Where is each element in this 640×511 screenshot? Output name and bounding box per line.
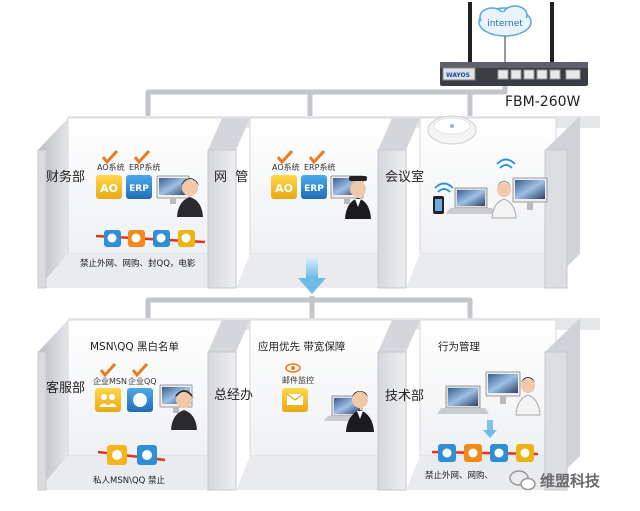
meeting-laptop-icon	[446, 187, 496, 214]
svg-text:ERP: ERP	[304, 184, 324, 194]
router-device: WAYOS FBM-260W	[440, 2, 588, 110]
svg-text:AO: AO	[275, 182, 293, 195]
netadmin-check-icon-2	[308, 149, 326, 165]
room-tech: 行为管理 技术部	[385, 340, 541, 481]
finance-check-icon-1	[101, 149, 119, 165]
watermark: 维盟科技	[509, 470, 601, 491]
finance-check-icon-2	[133, 149, 151, 165]
cloud-label: internet	[487, 19, 523, 29]
router-model: FBM-260W	[505, 94, 581, 110]
gm-user-avatar	[346, 391, 374, 432]
finance-monitor-icon	[156, 175, 190, 204]
finance-blocked-icons	[104, 230, 195, 247]
meeting-phone-icon	[433, 196, 444, 214]
room-netadmin-label: 网 管	[214, 170, 248, 185]
room-finance: 财务部 AO系统 ERP系统 AO ERP	[46, 149, 206, 269]
tech-laptop-icon	[437, 385, 489, 414]
finance-caption: 禁止外网、网购、封QQ，电影	[80, 258, 196, 269]
meeting-user-avatar	[491, 181, 517, 219]
cs-app-label-2: 企业QQ	[128, 376, 157, 386]
tech-arrow-down-icon	[483, 420, 497, 438]
router-ports	[497, 69, 581, 80]
cs-blocked-icons	[107, 445, 157, 465]
meeting-monitor-icon	[512, 177, 548, 210]
downlink-arrow	[298, 258, 326, 294]
finance-ao-app-icon: AO	[96, 175, 122, 199]
room-cs-label: 客服部	[46, 380, 85, 396]
cs-msn-app-icon	[95, 388, 121, 412]
watermark-text: 维盟科技	[540, 472, 601, 490]
finance-erp-app-icon: ERP	[126, 175, 152, 199]
top-room-walls	[37, 116, 600, 289]
room-general-office: 应用优先 带宽保障 总经办 邮件监控	[214, 340, 374, 432]
netadmin-erp-app-icon: ERP	[301, 175, 327, 199]
cs-heading: MSN\QQ 黑白名单	[90, 340, 179, 353]
room-finance-label: 财务部	[46, 169, 85, 185]
tech-caption: 禁止外网、网购、	[425, 470, 493, 481]
gm-app-label: 邮件监控	[282, 375, 314, 385]
gm-heading: 应用优先 带宽保障	[258, 340, 346, 353]
top-connection-pipes	[145, 86, 508, 120]
tech-blocked-icons	[438, 444, 534, 462]
netadmin-ao-app-icon: AO	[271, 175, 297, 199]
cs-caption: 私人MSN\QQ 禁止	[93, 475, 166, 486]
wechat-icon	[509, 470, 536, 491]
finance-app-label-1: AO系统	[97, 162, 125, 172]
router-brand: WAYOS	[446, 72, 470, 79]
netadmin-app-label-2: ERP系统	[304, 162, 335, 172]
gm-mail-app-icon	[282, 388, 308, 412]
netadmin-app-label-1: AO系统	[272, 162, 300, 172]
mail-monitor-eye-icon	[285, 363, 301, 373]
cs-user-avatar	[171, 390, 197, 430]
bottom-connection-pipes	[145, 296, 473, 322]
room-tech-label: 技术部	[385, 389, 424, 404]
room-gm-label: 总经办	[214, 388, 253, 403]
access-point-icon	[427, 115, 477, 145]
room-netadmin: 网 管 AO系统 ERP系统 AO ERP	[214, 149, 371, 219]
cs-qq-app-icon	[127, 388, 153, 412]
svg-text:ERP: ERP	[129, 184, 149, 194]
netadmin-check-icon-1	[276, 149, 294, 165]
cs-check-icon-1	[99, 362, 117, 378]
cs-app-label-1: 企业MSN	[93, 376, 127, 386]
tech-heading: 行为管理	[438, 340, 480, 353]
netadmin-user-avatar	[345, 176, 371, 219]
tech-user-avatar	[515, 377, 541, 416]
finance-app-label-2: ERP系统	[129, 162, 160, 172]
room-meeting: 会议室	[385, 115, 548, 219]
svg-text:AO: AO	[100, 182, 118, 195]
finance-user-avatar	[177, 178, 203, 217]
internet-cloud: internet	[478, 5, 532, 37]
wifi-signal-icon	[434, 158, 516, 193]
tech-monitor-icon	[485, 371, 521, 404]
cs-check-icon-2	[131, 362, 149, 378]
room-customer-service: MSN\QQ 黑白名单 客服部 企业MSN 企业QQ	[46, 340, 197, 486]
room-meeting-label: 会议室	[385, 169, 424, 185]
